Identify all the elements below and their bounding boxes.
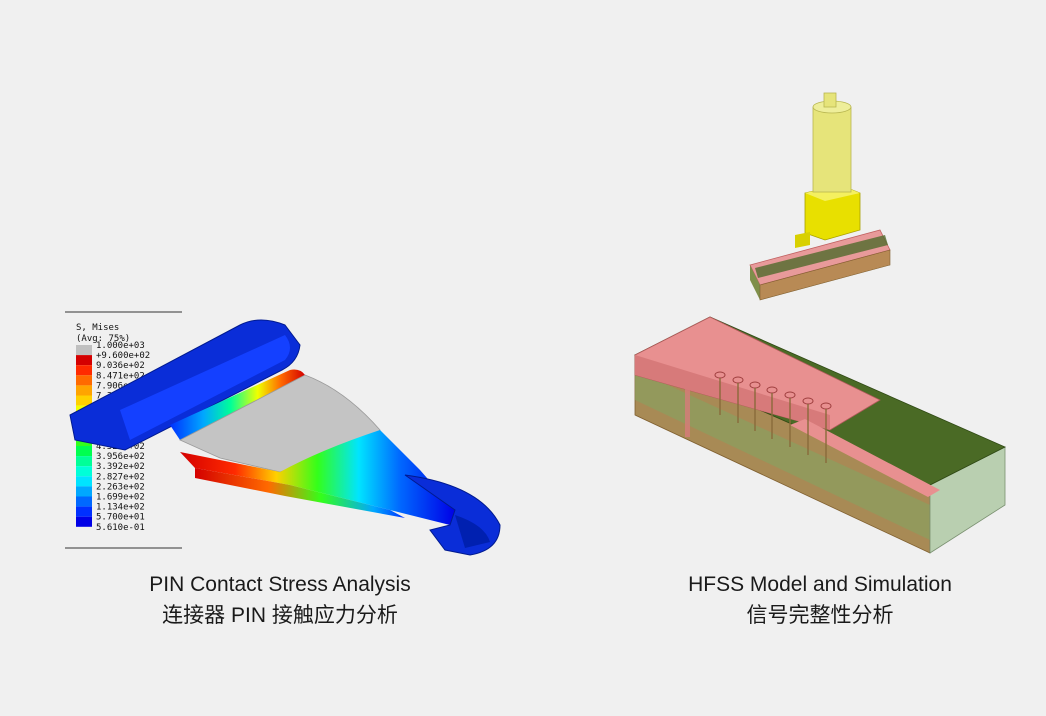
left-caption-en: PIN Contact Stress Analysis [149, 573, 411, 596]
large-hfss-model [634, 316, 1006, 554]
legend-swatch [76, 506, 92, 517]
legend-value-label: 2.263e+02 [96, 482, 145, 492]
stress-contour-image: S, Mises (Avg: 75%) 1.000e+03+9.600e+029… [65, 311, 501, 556]
legend-value-label: 7.906e+02 [96, 381, 145, 391]
hfss-model-figure [630, 85, 1010, 565]
legend-value-label: +9.600e+02 [96, 351, 150, 361]
right-caption-zh: 信号完整性分析 [746, 604, 894, 627]
legend-swatch [76, 476, 92, 487]
legend-swatch [76, 355, 92, 366]
left-caption: PIN Contact Stress Analysis 连接器 PIN 接触应力… [80, 569, 480, 631]
legend-title: S, Mises [76, 323, 119, 333]
small-hfss-model [749, 92, 891, 301]
right-caption-en: HFSS Model and Simulation [688, 573, 952, 596]
legend-value-label: 3.392e+02 [96, 462, 145, 472]
legend-swatch [76, 395, 92, 406]
legend-value-label: 2.827e+02 [96, 472, 145, 482]
legend-value-label: 8.471e+02 [96, 371, 145, 381]
legend-swatch [76, 385, 92, 396]
legend-value-label: 9.036e+02 [96, 361, 145, 371]
legend-value-label: 5.610e-01 [96, 523, 145, 533]
legend-value-label: 5.700e+01 [96, 513, 145, 523]
legend-swatch [76, 456, 92, 467]
legend-swatch [76, 375, 92, 386]
legend-swatch [76, 466, 92, 477]
legend-swatch [76, 365, 92, 376]
legend-value-label: 3.956e+02 [96, 452, 145, 462]
legend-subtitle: (Avg: 75%) [76, 334, 130, 344]
legend-swatch [76, 446, 92, 457]
legend-swatch [76, 345, 92, 356]
legend-swatch [76, 486, 92, 497]
legend-swatch [76, 496, 92, 507]
right-caption: HFSS Model and Simulation 信号完整性分析 [630, 569, 1010, 631]
hfss-model-image [634, 92, 1006, 554]
legend-swatch [76, 516, 92, 527]
legend-value-label: 1.699e+02 [96, 493, 145, 503]
legend-value-label: 1.000e+03 [96, 341, 145, 351]
left-caption-zh: 连接器 PIN 接触应力分析 [162, 604, 398, 627]
legend-value-label: 1.134e+02 [96, 503, 145, 513]
